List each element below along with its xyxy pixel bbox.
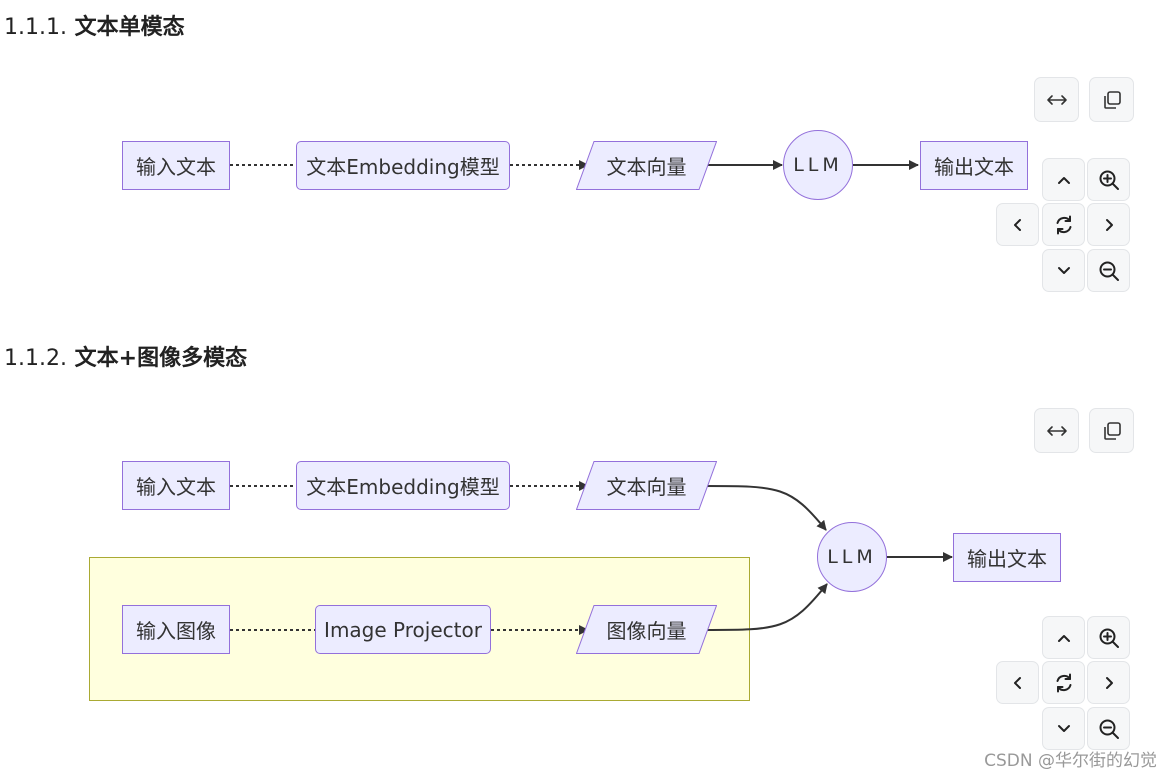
node-label: LLM [827, 546, 877, 568]
pan-left-button[interactable] [996, 661, 1039, 704]
copy-button[interactable] [1089, 408, 1134, 453]
pan-down-button[interactable] [1042, 249, 1085, 292]
section-number: 1.1.2. [4, 346, 67, 371]
section-number: 1.1.1. [4, 15, 67, 40]
pan-left-icon [1013, 676, 1021, 689]
copy-icon [1103, 90, 1121, 109]
copy-icon [1103, 421, 1121, 440]
fit-width-button[interactable] [1034, 77, 1079, 122]
pan-right-button[interactable] [1087, 203, 1130, 246]
node-label: 输出文本 [934, 155, 1014, 179]
node-llm: LLM [817, 522, 887, 592]
node-input-image: 输入图像 [122, 605, 230, 654]
pan-left-button[interactable] [996, 203, 1039, 246]
pan-up-icon [1057, 176, 1070, 184]
node-label: 输入图像 [136, 619, 216, 643]
zoom-in-icon [1099, 628, 1119, 648]
flowchart-text-only: 输入文本 文本Embedding模型 文本向量 LLM 输出文本 [0, 0, 1171, 320]
pan-down-button[interactable] [1042, 707, 1085, 750]
pan-right-button[interactable] [1087, 661, 1130, 704]
section-title: 文本单模态 [74, 15, 185, 40]
pan-up-button[interactable] [1042, 158, 1085, 201]
pan-up-icon [1057, 634, 1070, 642]
reset-icon [1056, 215, 1071, 234]
reset-button[interactable] [1042, 661, 1085, 704]
fit-width-icon [1046, 425, 1067, 436]
node-label: 文本向量 [606, 475, 687, 499]
section-heading-1: 1.1.1. 文本单模态 [4, 13, 185, 43]
node-label: LLM [793, 154, 843, 176]
node-label: 输入文本 [136, 155, 216, 179]
node-embedding-model: 文本Embedding模型 [296, 461, 510, 510]
reset-icon [1056, 673, 1071, 692]
node-llm: LLM [783, 130, 853, 200]
edge-text-vector-to-llm [703, 485, 827, 531]
node-image-projector: Image Projector [315, 605, 491, 654]
flowchart-edges [230, 160, 919, 170]
zoom-in-button[interactable] [1087, 158, 1130, 201]
section-title: 文本+图像多模态 [74, 346, 248, 371]
fit-width-icon [1046, 94, 1067, 105]
zoom-in-button[interactable] [1087, 616, 1130, 659]
copy-button[interactable] [1089, 77, 1134, 122]
pan-up-button[interactable] [1042, 616, 1085, 659]
node-text-vector: 文本向量 [576, 141, 717, 190]
parallelogram-shape [576, 461, 717, 510]
zoom-out-button[interactable] [1087, 249, 1130, 292]
pan-left-icon [1013, 218, 1021, 231]
parallelogram-shape [576, 605, 717, 654]
node-label: 输出文本 [967, 547, 1047, 571]
pan-right-icon [1105, 218, 1113, 231]
node-text-vector: 文本向量 [576, 461, 717, 510]
pan-right-icon [1105, 676, 1113, 689]
node-input-text: 输入文本 [122, 461, 230, 510]
parallelogram-shape [576, 141, 717, 190]
node-label: 文本向量 [606, 155, 687, 179]
node-output-text: 输出文本 [953, 533, 1061, 582]
node-label: 输入文本 [136, 475, 216, 499]
zoom-out-button[interactable] [1087, 707, 1130, 750]
zoom-out-icon [1099, 719, 1119, 739]
zoom-out-icon [1099, 261, 1119, 281]
node-label: 图像向量 [606, 619, 687, 643]
node-input-text: 输入文本 [122, 141, 230, 190]
reset-button[interactable] [1042, 203, 1085, 246]
zoom-in-icon [1099, 170, 1119, 190]
section-heading-2: 1.1.2. 文本+图像多模态 [4, 344, 247, 374]
pan-down-icon [1057, 266, 1070, 274]
node-image-vector: 图像向量 [576, 605, 717, 654]
watermark: CSDN @华尔街的幻觉 [984, 751, 1157, 771]
node-output-text: 输出文本 [920, 141, 1028, 190]
node-label: Image Projector [324, 617, 482, 642]
node-embedding-model: 文本Embedding模型 [296, 141, 510, 190]
fit-width-button[interactable] [1034, 408, 1079, 453]
node-label: 文本Embedding模型 [306, 155, 500, 179]
node-label: 文本Embedding模型 [306, 475, 500, 499]
pan-down-icon [1057, 724, 1070, 732]
edge-image-vector-to-llm [703, 583, 828, 631]
